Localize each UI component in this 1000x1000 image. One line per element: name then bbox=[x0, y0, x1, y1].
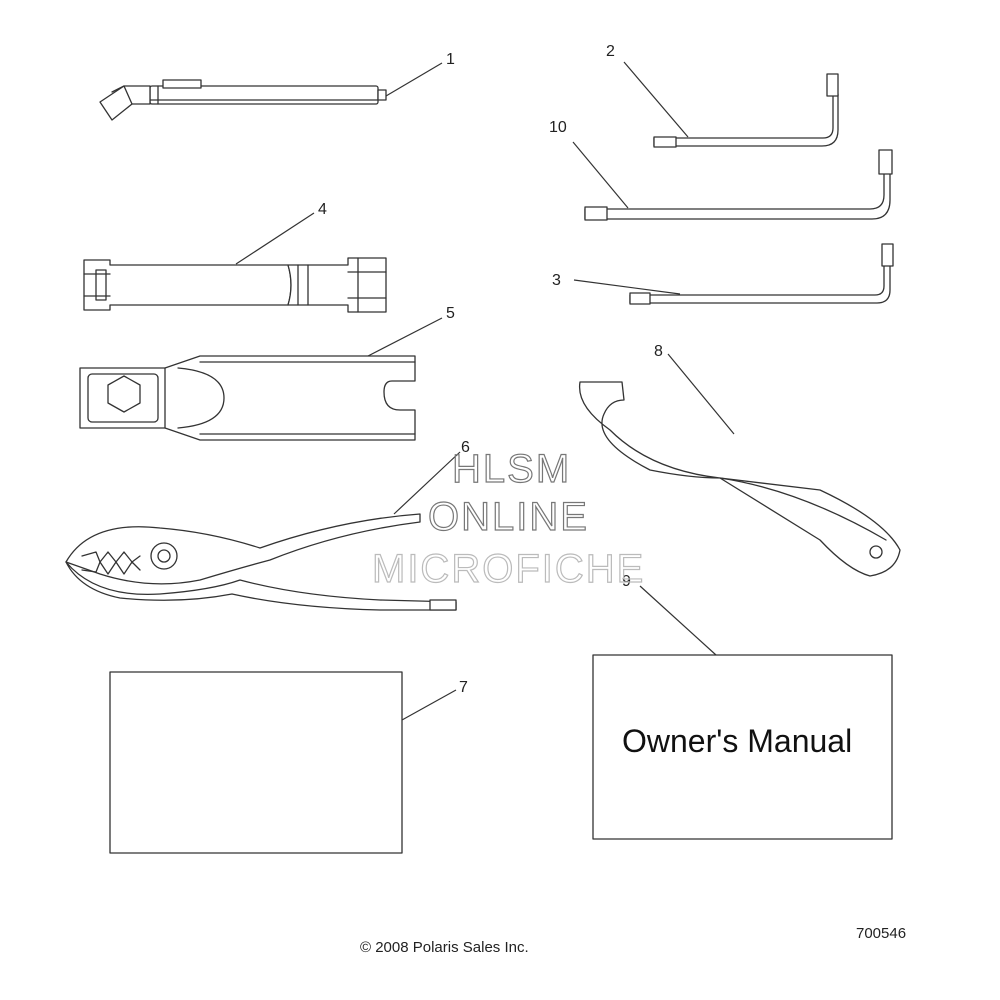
callout-9: 9 bbox=[622, 573, 631, 590]
leader-8 bbox=[667, 353, 735, 435]
pliers bbox=[65, 513, 457, 611]
spark-plug-socket bbox=[83, 257, 387, 313]
leader-2 bbox=[623, 61, 689, 138]
leader-5 bbox=[367, 317, 443, 357]
spanner-wrench bbox=[578, 381, 901, 577]
callout-8: 8 bbox=[654, 343, 663, 360]
owners-manual bbox=[592, 654, 893, 840]
hex-key-3 bbox=[629, 243, 894, 305]
owners-manual-label: Owner's Manual bbox=[622, 723, 852, 759]
leader-9 bbox=[639, 585, 717, 656]
copyright-text: © 2008 Polaris Sales Inc. bbox=[360, 939, 529, 956]
leader-4 bbox=[235, 212, 315, 265]
hex-key-2 bbox=[653, 73, 839, 148]
callout-1: 1 bbox=[446, 51, 455, 68]
callout-6: 6 bbox=[461, 439, 470, 456]
drawing-number: 700546 bbox=[856, 925, 906, 942]
leader-1 bbox=[385, 62, 443, 97]
tire-gauge bbox=[99, 79, 387, 121]
leader-3 bbox=[573, 279, 681, 295]
watermark-line-1: HLSM bbox=[452, 447, 571, 491]
hex-key-10 bbox=[584, 149, 893, 221]
callout-4: 4 bbox=[318, 201, 327, 218]
callout-5: 5 bbox=[446, 305, 455, 322]
callout-2: 2 bbox=[606, 43, 615, 60]
callout-3: 3 bbox=[552, 272, 561, 289]
watermark-line-2: ONLINE bbox=[428, 495, 589, 539]
leader-7 bbox=[401, 689, 457, 721]
watermark-line-3: MICROFICHE bbox=[372, 547, 645, 591]
leader-6 bbox=[393, 451, 461, 515]
blank-card bbox=[109, 671, 403, 854]
leader-10 bbox=[572, 141, 629, 209]
callout-7: 7 bbox=[459, 679, 468, 696]
callout-10: 10 bbox=[549, 119, 567, 136]
fork-wrench bbox=[79, 355, 416, 441]
